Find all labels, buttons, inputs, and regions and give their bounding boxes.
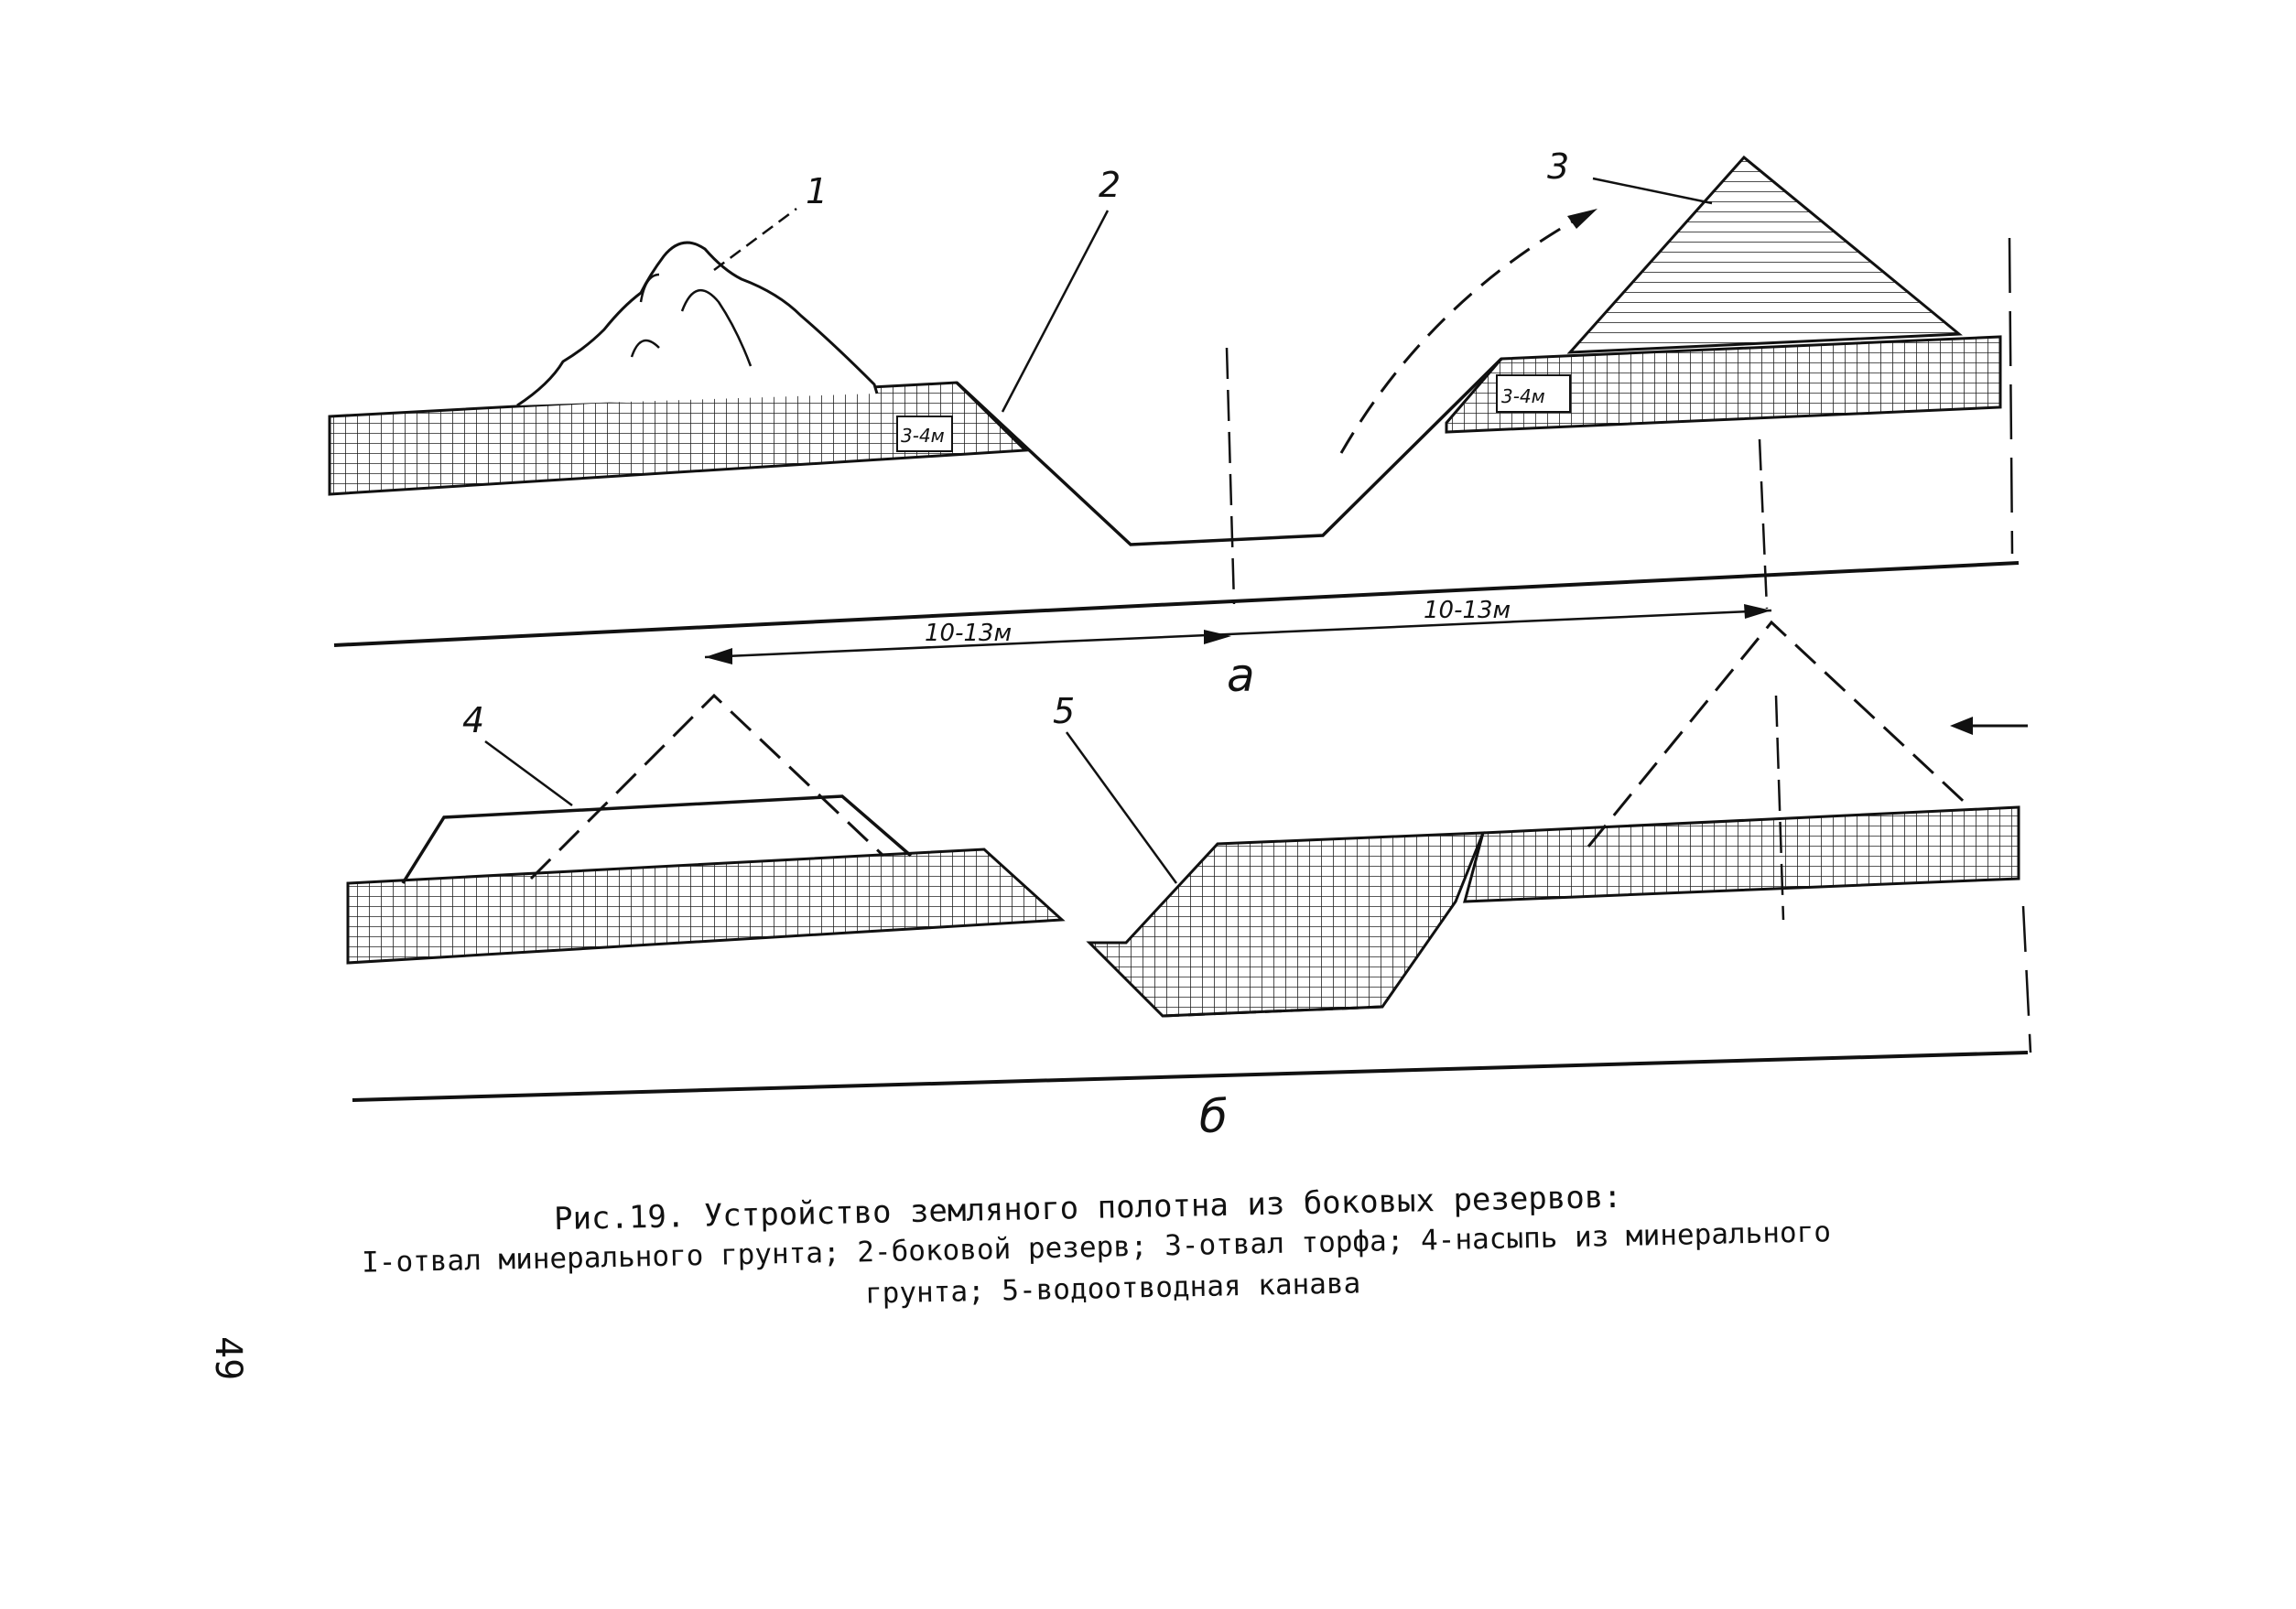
right-tick-a	[2008, 237, 2014, 555]
ditch-bottom-dashed	[1162, 1005, 1383, 1018]
callout-1: 1	[806, 171, 828, 211]
ground-layer-right-b	[1463, 805, 2020, 903]
axis-dump-b	[1774, 695, 1785, 921]
dim-label-right: 10-13м	[1424, 597, 1511, 624]
axis-ditch-a	[1225, 347, 1236, 605]
part-a-label: а	[1227, 649, 1255, 702]
dim-line-a	[704, 609, 1772, 659]
callout-5: 5	[1053, 691, 1075, 731]
depth-label-left: 3-4м	[901, 425, 945, 447]
transfer-arrow	[1339, 213, 1585, 454]
mineral-soil-dump	[516, 241, 879, 407]
depth-label-right: 3-4м	[1501, 385, 1545, 407]
mineral-embankment	[401, 794, 913, 884]
right-tick-b	[2021, 905, 2032, 1053]
dump-contour	[630, 273, 753, 367]
leader-1	[713, 207, 797, 272]
former-dump-dashed-right	[1587, 620, 1975, 848]
page-number: 49	[207, 1336, 249, 1381]
leader-4	[484, 740, 573, 807]
baseline-a	[333, 561, 2020, 647]
transfer-arrowhead	[1567, 209, 1597, 229]
ground-layer-left-b	[346, 848, 1066, 965]
part-b-label: б	[1199, 1090, 1228, 1143]
part-b: 4 5 б	[346, 620, 2032, 1143]
filled-ditch	[1086, 831, 1486, 1018]
leader-5	[1065, 731, 1178, 884]
callout-3: 3	[1547, 146, 1569, 187]
callout-2: 2	[1099, 165, 1121, 205]
callout-4: 4	[462, 700, 484, 740]
leader-3	[1592, 177, 1713, 205]
former-dump-dashed-left	[529, 693, 885, 880]
axis-dump-a	[1758, 438, 1769, 610]
dim-arrow-right	[1744, 604, 1771, 619]
leader-2	[1001, 210, 1110, 413]
dim-arrow-left	[705, 648, 732, 664]
peat-dump	[1566, 155, 1963, 354]
depth-box-right	[1496, 374, 1571, 413]
part-a: 3-4м 3-4м 1 2 3 10-13м 10-13м а	[328, 146, 2020, 702]
depth-box-left	[896, 416, 953, 452]
side-reserve-profile	[955, 357, 1503, 546]
dim-label-left: 10-13м	[925, 620, 1012, 647]
direction-arrowhead	[1950, 717, 1973, 735]
dim-arrow-mid	[1204, 630, 1231, 644]
baseline-b	[352, 1051, 2029, 1102]
